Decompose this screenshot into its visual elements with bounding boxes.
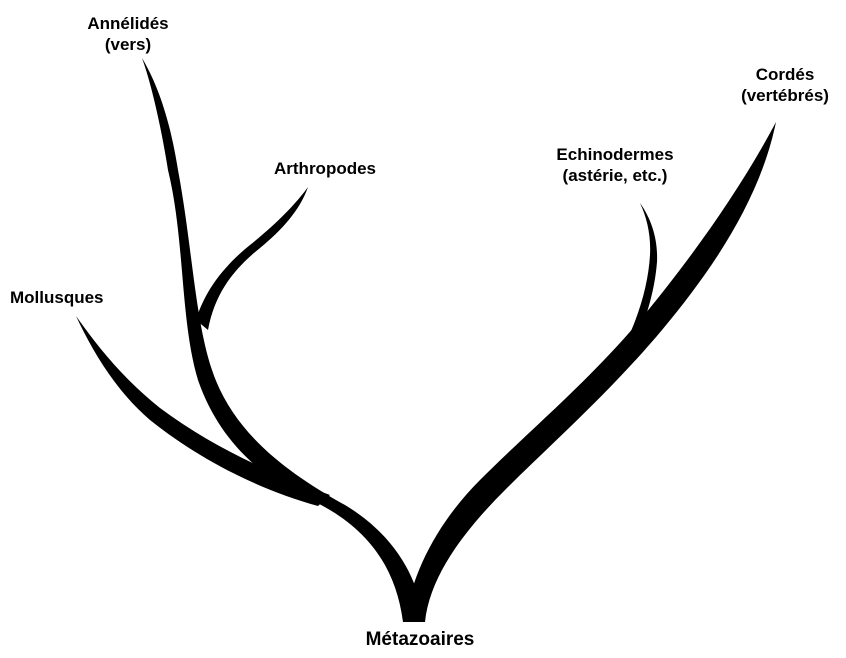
label-arthropodes-line1: Arthropodes (255, 158, 395, 179)
label-cordes-line2: (vertébrés) (730, 85, 840, 106)
label-echinodermes-line1: Echinodermes (540, 144, 690, 165)
label-arthropodes: Arthropodes (255, 158, 395, 179)
label-cordes-line1: Cordés (730, 64, 840, 85)
label-mollusques: Mollusques (10, 287, 130, 308)
label-annelides-line2: (vers) (78, 34, 178, 55)
label-echinodermes: Echinodermes (astérie, etc.) (540, 144, 690, 186)
label-annelides: Annélidés (vers) (78, 13, 178, 55)
root-label: Métazoaires (340, 629, 500, 650)
tree-shapes (76, 58, 776, 622)
label-echinodermes-line2: (astérie, etc.) (540, 165, 690, 186)
branch-cordes (405, 122, 776, 622)
label-annelides-line1: Annélidés (78, 13, 178, 34)
branch-arthropodes (196, 187, 308, 330)
label-mollusques-line1: Mollusques (10, 287, 130, 308)
branch-annelides (142, 58, 423, 622)
label-cordes: Cordés (vertébrés) (730, 64, 840, 106)
label-metazoaires: Métazoaires (340, 629, 500, 650)
